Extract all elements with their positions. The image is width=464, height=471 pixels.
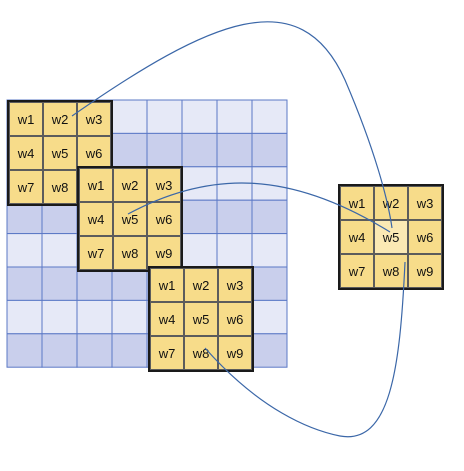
- kernel-weight-cell: w5: [113, 202, 147, 236]
- kernel-weight-cell: w2: [43, 102, 77, 136]
- kernel-weight-cell: w6: [218, 302, 252, 336]
- kernel-weight-cell: w5: [184, 302, 218, 336]
- kernel-weight-cell: w1: [340, 186, 374, 220]
- kernel-weight-cell: w8: [113, 236, 147, 270]
- kernel-weight-cell: w5: [374, 220, 408, 254]
- kernel-weight-cell: w7: [150, 336, 184, 370]
- kernel-weight-cell: w3: [77, 102, 111, 136]
- kernel-weight-cell: w3: [147, 168, 181, 202]
- kernel-weight-cell: w6: [408, 220, 442, 254]
- grid-cell: [6, 299, 43, 335]
- kernel-weight-cell: w2: [184, 268, 218, 302]
- kernel-weight-cell: w1: [79, 168, 113, 202]
- grid-cell: [41, 299, 78, 335]
- kernel-weight-cell: w7: [340, 254, 374, 288]
- kernel-weight-cell: w5: [43, 136, 77, 170]
- kernel-weight-cell: w9: [147, 236, 181, 270]
- kernel-weight-cell: w3: [218, 268, 252, 302]
- grid-cell: [76, 299, 113, 335]
- kernel-weight-cell: w6: [77, 136, 111, 170]
- grid-cell: [41, 266, 78, 301]
- kernel-weight-cell: w1: [150, 268, 184, 302]
- kernel-weight-cell: w4: [340, 220, 374, 254]
- kernel-weight-cell: w6: [147, 202, 181, 236]
- kernel-weight-cell: w4: [79, 202, 113, 236]
- kernel-weight-cell: w8: [184, 336, 218, 370]
- kernel-weight-cell: w8: [374, 254, 408, 288]
- kernel-weight-cell: w4: [9, 136, 43, 170]
- kernel-weight-cell: w8: [43, 170, 77, 204]
- kernel-weight-cell: w7: [9, 170, 43, 204]
- grid-cell: [111, 333, 148, 368]
- kernel-weight-cell: w2: [113, 168, 147, 202]
- kernel-weight-cell: w9: [218, 336, 252, 370]
- kernel-weight-cell: w4: [150, 302, 184, 336]
- kernel-weight-cell: w2: [374, 186, 408, 220]
- kernel-weight-cell: w7: [79, 236, 113, 270]
- kernel-weight-cell: w9: [408, 254, 442, 288]
- kernel-weight-cell: w1: [9, 102, 43, 136]
- grid-cell: [76, 333, 113, 368]
- kernel-weight-cell: w3: [408, 186, 442, 220]
- grid-cell: [6, 333, 43, 368]
